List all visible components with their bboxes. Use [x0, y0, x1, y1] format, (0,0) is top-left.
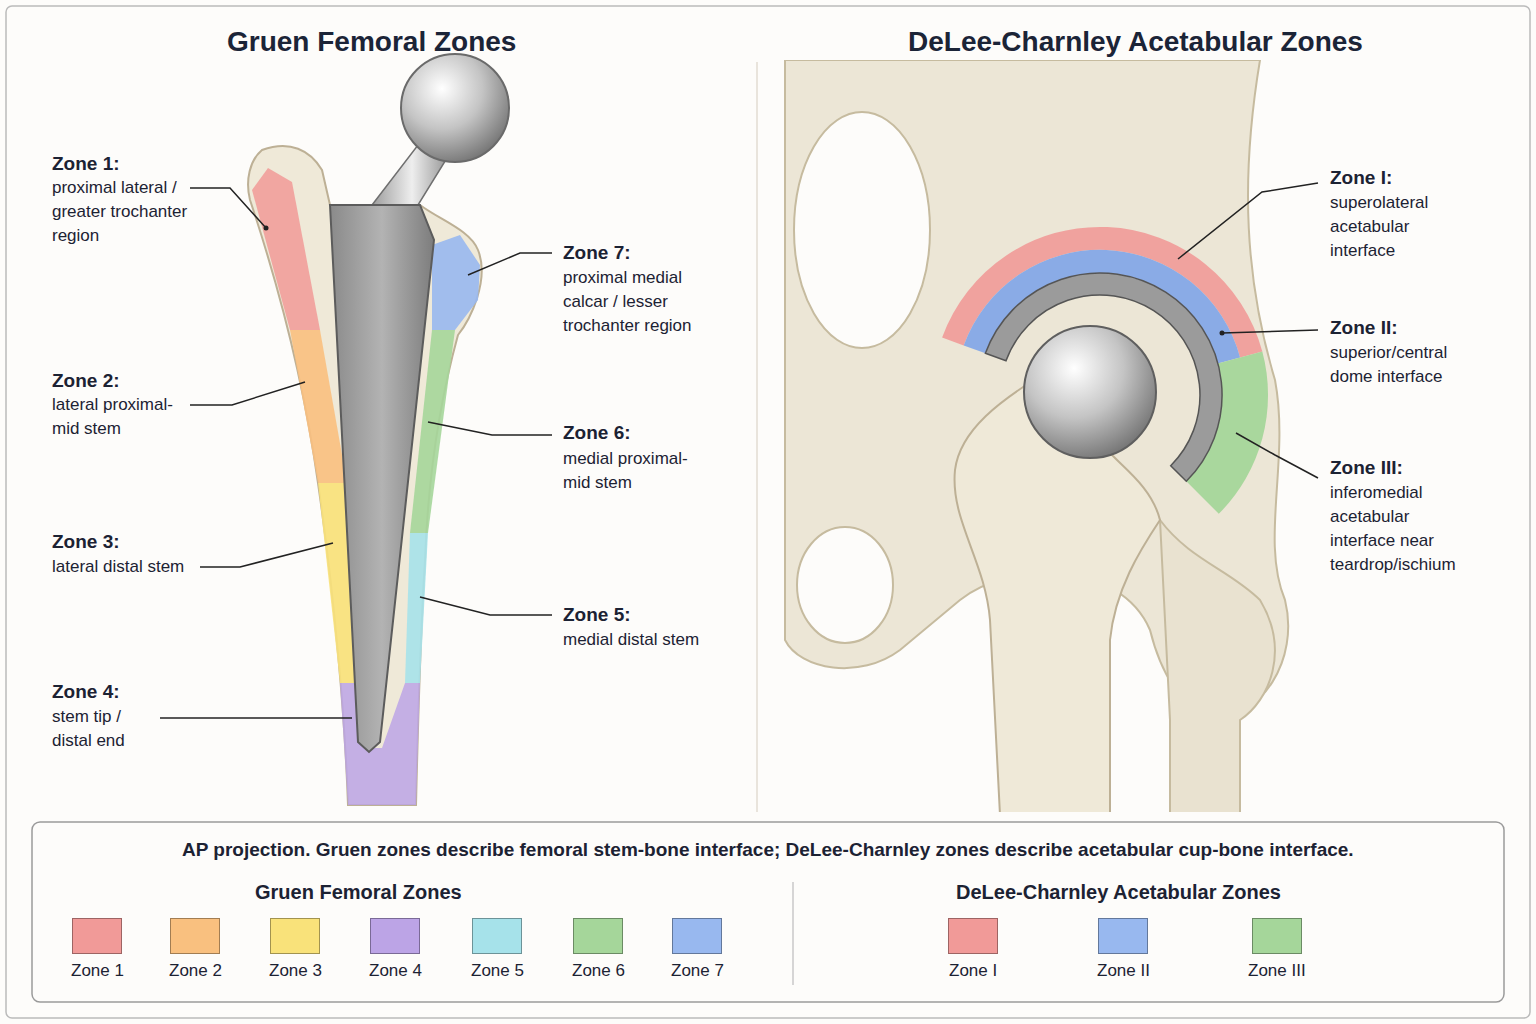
leader-line	[190, 188, 266, 228]
leader-line	[1236, 433, 1318, 478]
zone-description: superior/central dome interface	[1330, 341, 1480, 389]
femur-bone	[248, 146, 482, 805]
leader-dot	[264, 226, 269, 231]
zone-description: lateral distal stem	[52, 555, 222, 579]
leader-line	[160, 717, 352, 719]
legend-label: Zone 3	[269, 959, 322, 983]
legend-swatch	[72, 918, 122, 954]
zone-description: stem tip / distal end	[52, 705, 152, 753]
legend-swatch	[270, 918, 320, 954]
caption: AP projection. Gruen zones describe femo…	[182, 838, 1354, 862]
pelvis-illustration	[785, 60, 1288, 812]
bone-foramen	[794, 112, 930, 348]
zone-band	[432, 235, 480, 330]
zone-title: Zone 3:	[52, 530, 120, 554]
panel-title: Gruen Femoral Zones	[227, 25, 516, 59]
zone-title: Zone 1:	[52, 152, 120, 176]
legend-swatch	[948, 918, 998, 954]
leader-line	[468, 253, 552, 275]
leader-line	[200, 543, 333, 567]
acetabular-cup	[985, 273, 1222, 481]
legend-label: Zone 5	[471, 959, 524, 983]
femoral-head	[401, 54, 509, 162]
legend-heading: DeLee-Charnley Acetabular Zones	[956, 880, 1281, 904]
leader-line	[428, 422, 552, 435]
legend-divider	[792, 882, 794, 985]
outer-frame	[6, 6, 1530, 1018]
legend-swatch	[1252, 918, 1302, 954]
zone-description: medial proximal- mid stem	[563, 447, 703, 495]
zone-title: Zone 7:	[563, 241, 631, 265]
legend-panel	[32, 822, 1504, 1002]
zone-title: Zone 4:	[52, 680, 120, 704]
leader-line	[1222, 330, 1318, 333]
zone-title: Zone III:	[1330, 456, 1403, 480]
zone-description: proximal medial calcar / lesser trochant…	[563, 266, 723, 338]
zone-title: Zone I:	[1330, 166, 1392, 190]
legend-label: Zone II	[1097, 959, 1150, 983]
femoral-stem	[330, 205, 434, 752]
leader-dot	[1220, 331, 1225, 336]
leader-line	[420, 597, 552, 615]
legend-swatch	[672, 918, 722, 954]
legend-label: Zone I	[949, 959, 997, 983]
legend-heading: Gruen Femoral Zones	[255, 880, 462, 904]
zone-description: medial distal stem	[563, 628, 733, 652]
zone-title: Zone II:	[1330, 316, 1398, 340]
legend-label: Zone 6	[572, 959, 625, 983]
zone-description: proximal lateral / greater trochanter re…	[52, 176, 212, 248]
zone-title: Zone 5:	[563, 603, 631, 627]
legend-label: Zone 4	[369, 959, 422, 983]
legend-swatch	[170, 918, 220, 954]
femoral-head	[1024, 326, 1156, 458]
zone-description: inferomedial acetabular interface near t…	[1330, 481, 1470, 577]
zone-band	[405, 533, 428, 683]
ischium-bone	[1160, 520, 1275, 812]
panel-title: DeLee-Charnley Acetabular Zones	[908, 25, 1363, 59]
legend-label: Zone 1	[71, 959, 124, 983]
zone-description: superolateral acetabular interface	[1330, 191, 1460, 263]
zone-band	[252, 168, 320, 330]
zone-title: Zone 6:	[563, 421, 631, 445]
leader-line	[1178, 183, 1318, 259]
legend-label: Zone III	[1248, 959, 1306, 983]
legend-label: Zone 7	[671, 959, 724, 983]
panel-divider	[756, 62, 758, 812]
leader-line	[190, 382, 305, 405]
legend-swatch	[370, 918, 420, 954]
bone-foramen	[797, 527, 893, 643]
zone-title: Zone 2:	[52, 369, 120, 393]
leader-lines	[160, 183, 1318, 718]
zone-description: lateral proximal- mid stem	[52, 393, 192, 441]
legend-swatch	[1098, 918, 1148, 954]
legend-swatch	[472, 918, 522, 954]
legend-label: Zone 2	[169, 959, 222, 983]
legend-swatch	[573, 918, 623, 954]
